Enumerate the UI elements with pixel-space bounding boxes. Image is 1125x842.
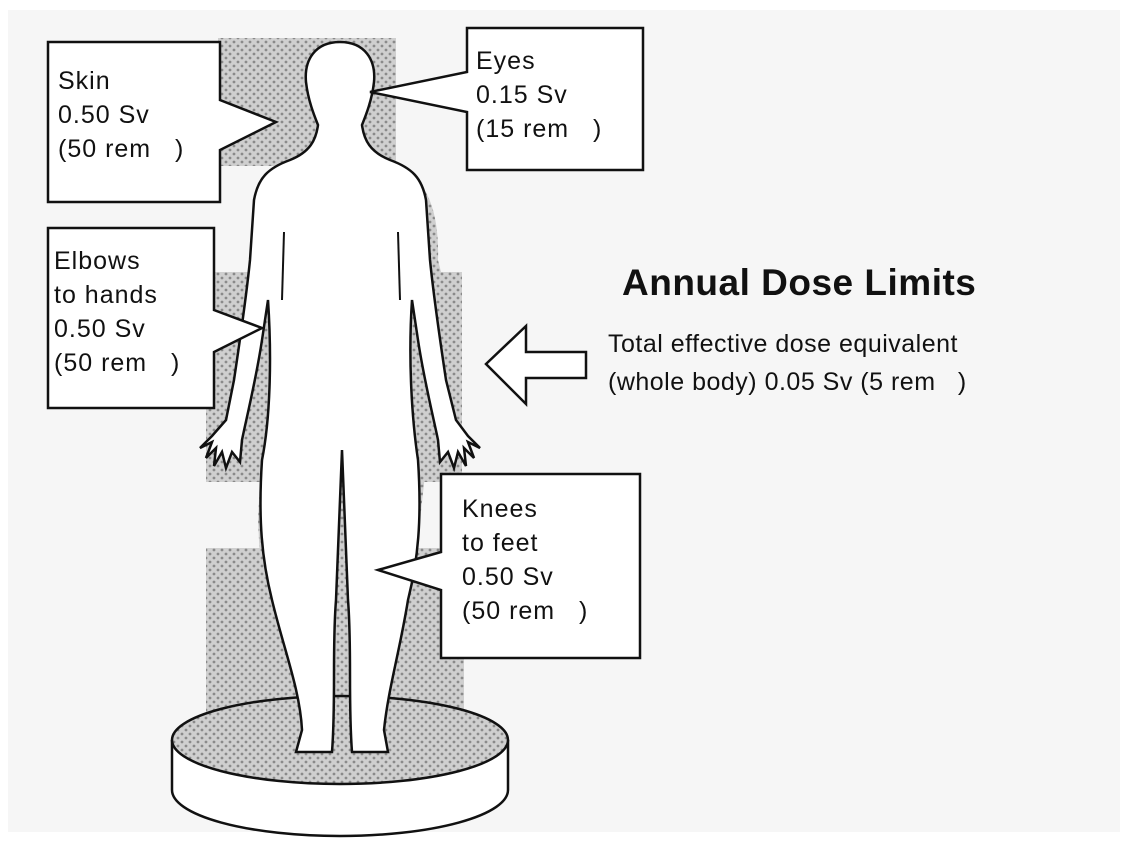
skin-dose-sv: 0.50 Sv <box>58 98 184 132</box>
skin-label: Skin <box>58 64 184 98</box>
elbows-dose-sv: 0.50 Sv <box>54 312 180 346</box>
subtitle-line-2: (whole body) 0.05 Sv (5 rem ) <box>608 368 967 397</box>
eyes-label: Eyes <box>476 44 602 78</box>
diagram-title: Annual Dose Limits <box>622 262 976 304</box>
eyes-dose-rem: (15 rem ) <box>476 112 602 146</box>
knees-label-2: to feet <box>462 526 588 560</box>
elbows-dose-rem: (50 rem ) <box>54 346 180 380</box>
subtitle-line-1: Total effective dose equivalent <box>608 330 958 359</box>
skin-dose-rem: (50 rem ) <box>58 132 184 166</box>
knees-dose-sv: 0.50 Sv <box>462 560 588 594</box>
left-arrow-icon <box>486 326 586 404</box>
elbows-label-2: to hands <box>54 278 180 312</box>
knees-dose-rem: (50 rem ) <box>462 594 588 628</box>
knees-label: Knees <box>462 492 588 526</box>
elbows-label: Elbows <box>54 244 180 278</box>
pedestal-icon <box>172 696 508 836</box>
eyes-dose-sv: 0.15 Sv <box>476 78 602 112</box>
